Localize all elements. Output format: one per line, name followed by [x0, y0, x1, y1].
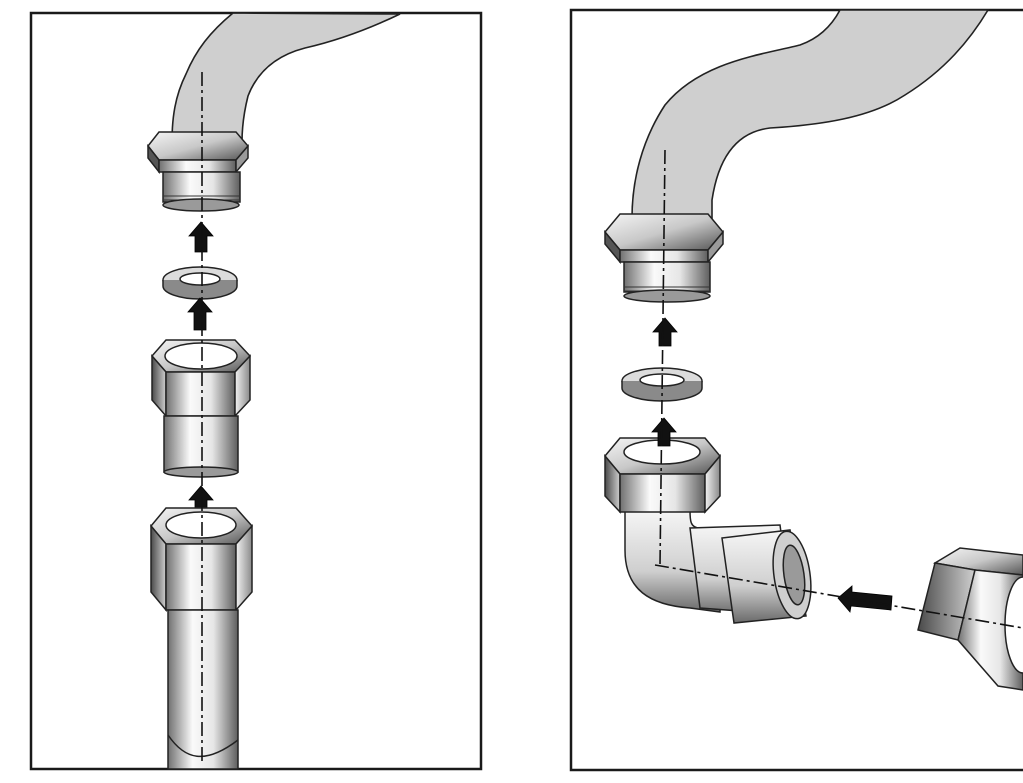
threaded-nipple — [147, 131, 249, 212]
up-arrow — [651, 417, 677, 447]
pipe — [167, 609, 239, 770]
horizontal-axis — [654, 564, 1023, 629]
up-arrow — [188, 221, 214, 253]
reducing-nut — [151, 339, 252, 478]
hex-nut — [917, 547, 1023, 691]
hose — [631, 9, 990, 219]
up-arrow — [187, 297, 213, 331]
straight-connection-panel — [29, 11, 483, 771]
hose — [171, 12, 401, 143]
elbow-connection-panel — [569, 8, 1023, 772]
up-arrow — [652, 317, 678, 347]
vertical-axis — [659, 149, 666, 566]
left-panel-frame — [29, 11, 483, 771]
sealing-washer — [162, 266, 238, 300]
hex-nut — [150, 507, 254, 613]
elbow-fitting — [604, 437, 812, 624]
left-arrow — [837, 585, 893, 613]
